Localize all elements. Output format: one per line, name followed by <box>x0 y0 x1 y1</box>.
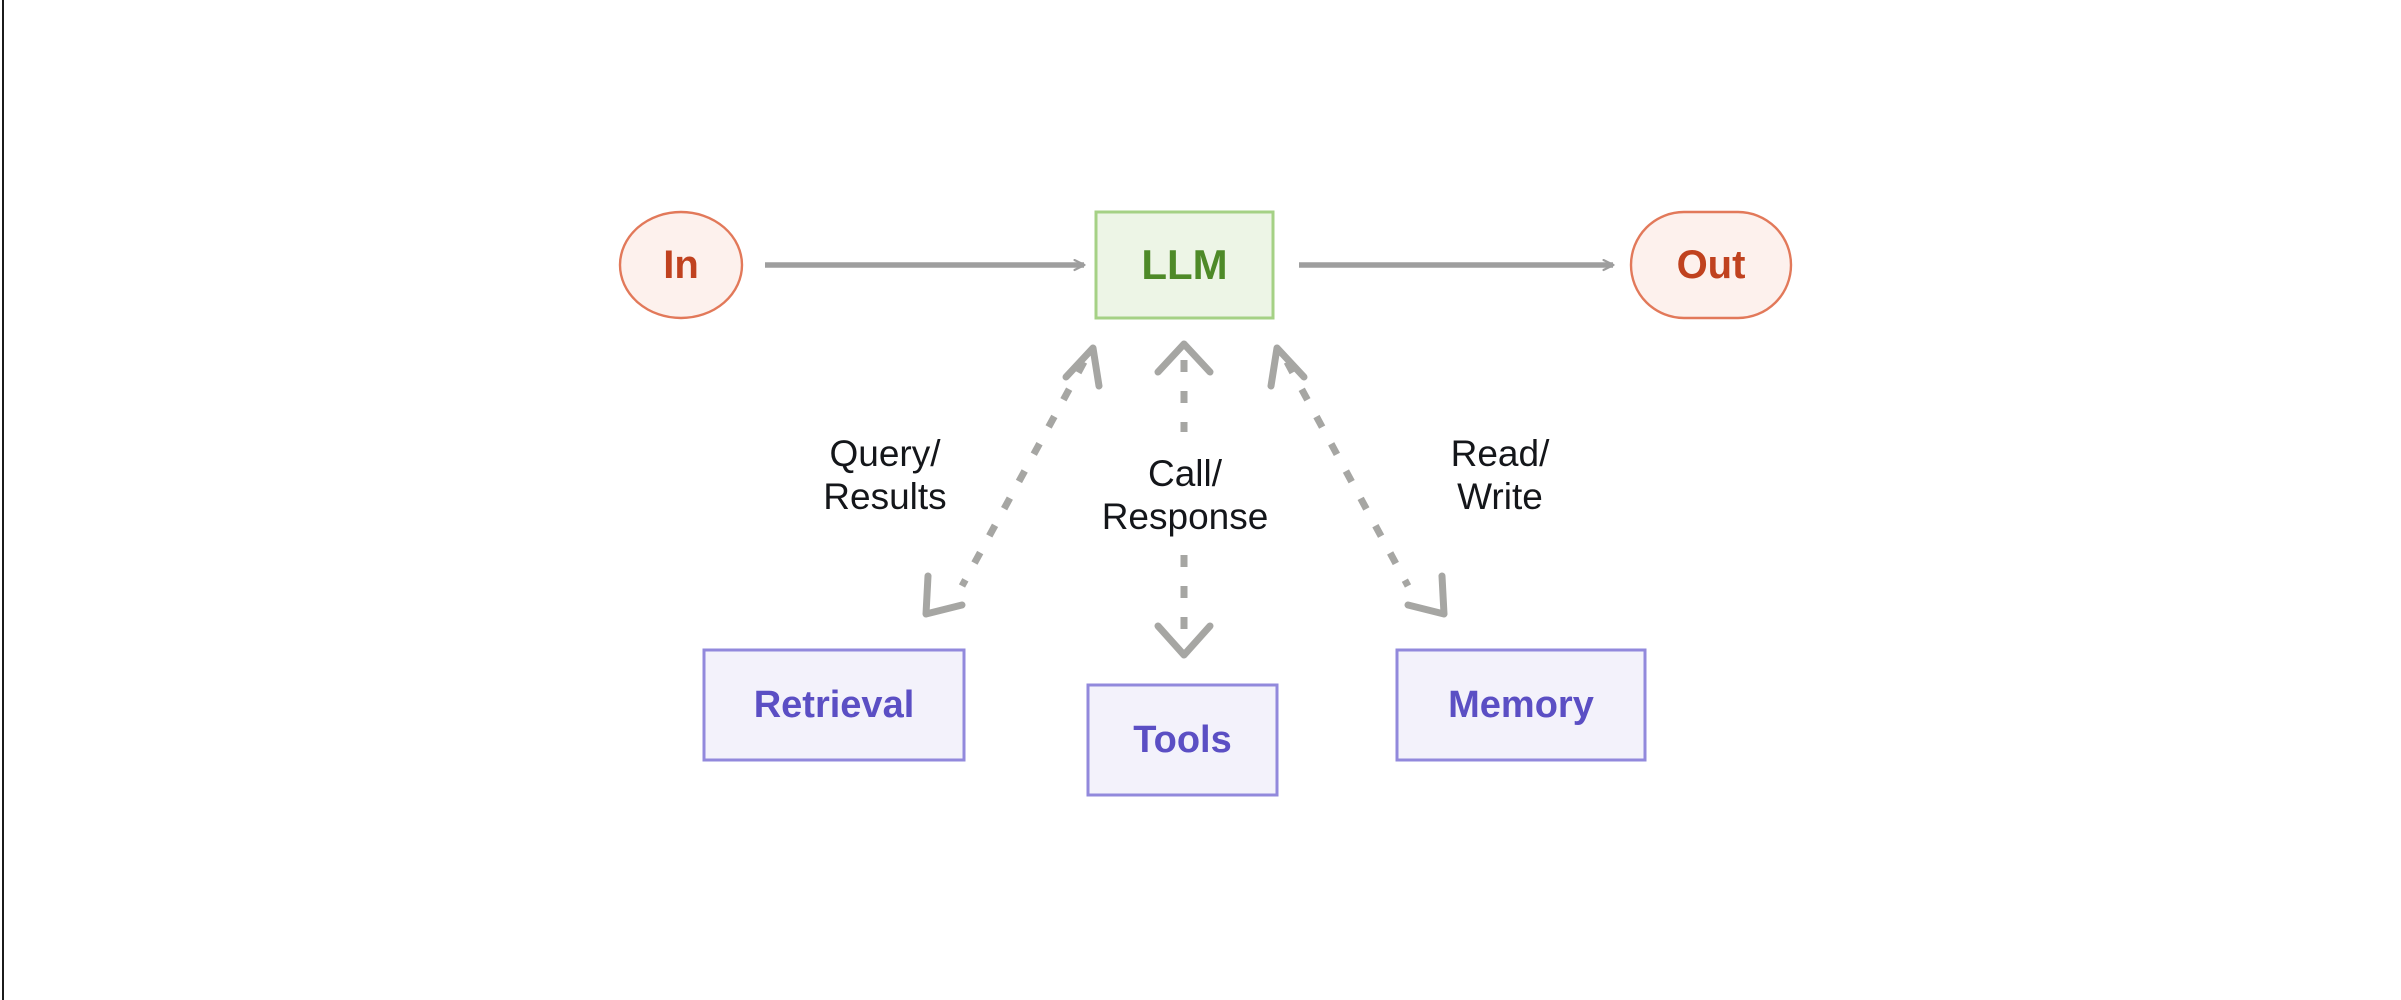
node-llm-shape[interactable] <box>1094 210 1275 320</box>
node-tools-shape[interactable] <box>1086 683 1279 797</box>
edge-llm-memory <box>1267 344 1448 618</box>
node-tools[interactable] <box>1088 685 1277 795</box>
node-out-shape[interactable] <box>1629 210 1793 320</box>
node-retrieval-shape[interactable] <box>702 648 966 762</box>
node-memory-shape[interactable] <box>1395 648 1647 762</box>
node-retrieval[interactable] <box>704 650 964 760</box>
edge-llm-tools <box>1154 340 1214 659</box>
node-out[interactable] <box>1631 212 1791 318</box>
edge-llm-retrieval <box>922 344 1103 618</box>
node-llm[interactable] <box>1096 212 1273 318</box>
node-memory[interactable] <box>1397 650 1645 760</box>
node-in-shape[interactable] <box>618 210 744 320</box>
left-edge-rule <box>2 0 4 1000</box>
node-in[interactable] <box>620 212 742 318</box>
